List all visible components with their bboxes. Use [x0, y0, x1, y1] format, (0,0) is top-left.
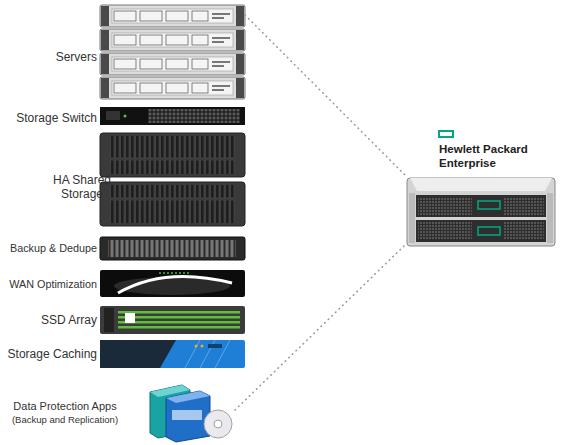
- backup-dedupe: Backup & Dedupe: [3, 237, 245, 260]
- device-label: Data Protection Apps: [3, 399, 127, 413]
- dotted-connector: [235, 245, 405, 410]
- device-label: HA Shared Storage: [49, 173, 115, 201]
- device-label: WAN Optimization: [3, 277, 97, 291]
- hpe-server: Hewlett Packard Enterprise: [405, 128, 557, 248]
- servers: Servers: [3, 5, 245, 99]
- ha-shared-storage: HA Shared Storage: [3, 133, 245, 226]
- dotted-connector: [245, 15, 405, 175]
- device-label: Storage Caching: [3, 347, 97, 361]
- storage-caching: Storage Caching: [3, 340, 245, 368]
- device-label: Storage Switch: [3, 111, 97, 125]
- ssd-array: SSD Array: [3, 306, 245, 334]
- device-label: SSD Array: [3, 313, 97, 327]
- storage-switch: Storage Switch: [3, 107, 245, 125]
- device-label: Servers: [3, 50, 97, 64]
- device-label: Backup & Dedupe: [3, 241, 97, 255]
- data-protection-apps: Data Protection Apps(Backup and Replicat…: [3, 383, 235, 442]
- wan-optimization: WAN Optimization: [3, 270, 245, 297]
- device-sublabel: (Backup and Replication): [3, 413, 127, 427]
- device-label: Hewlett Packard Enterprise: [439, 142, 543, 170]
